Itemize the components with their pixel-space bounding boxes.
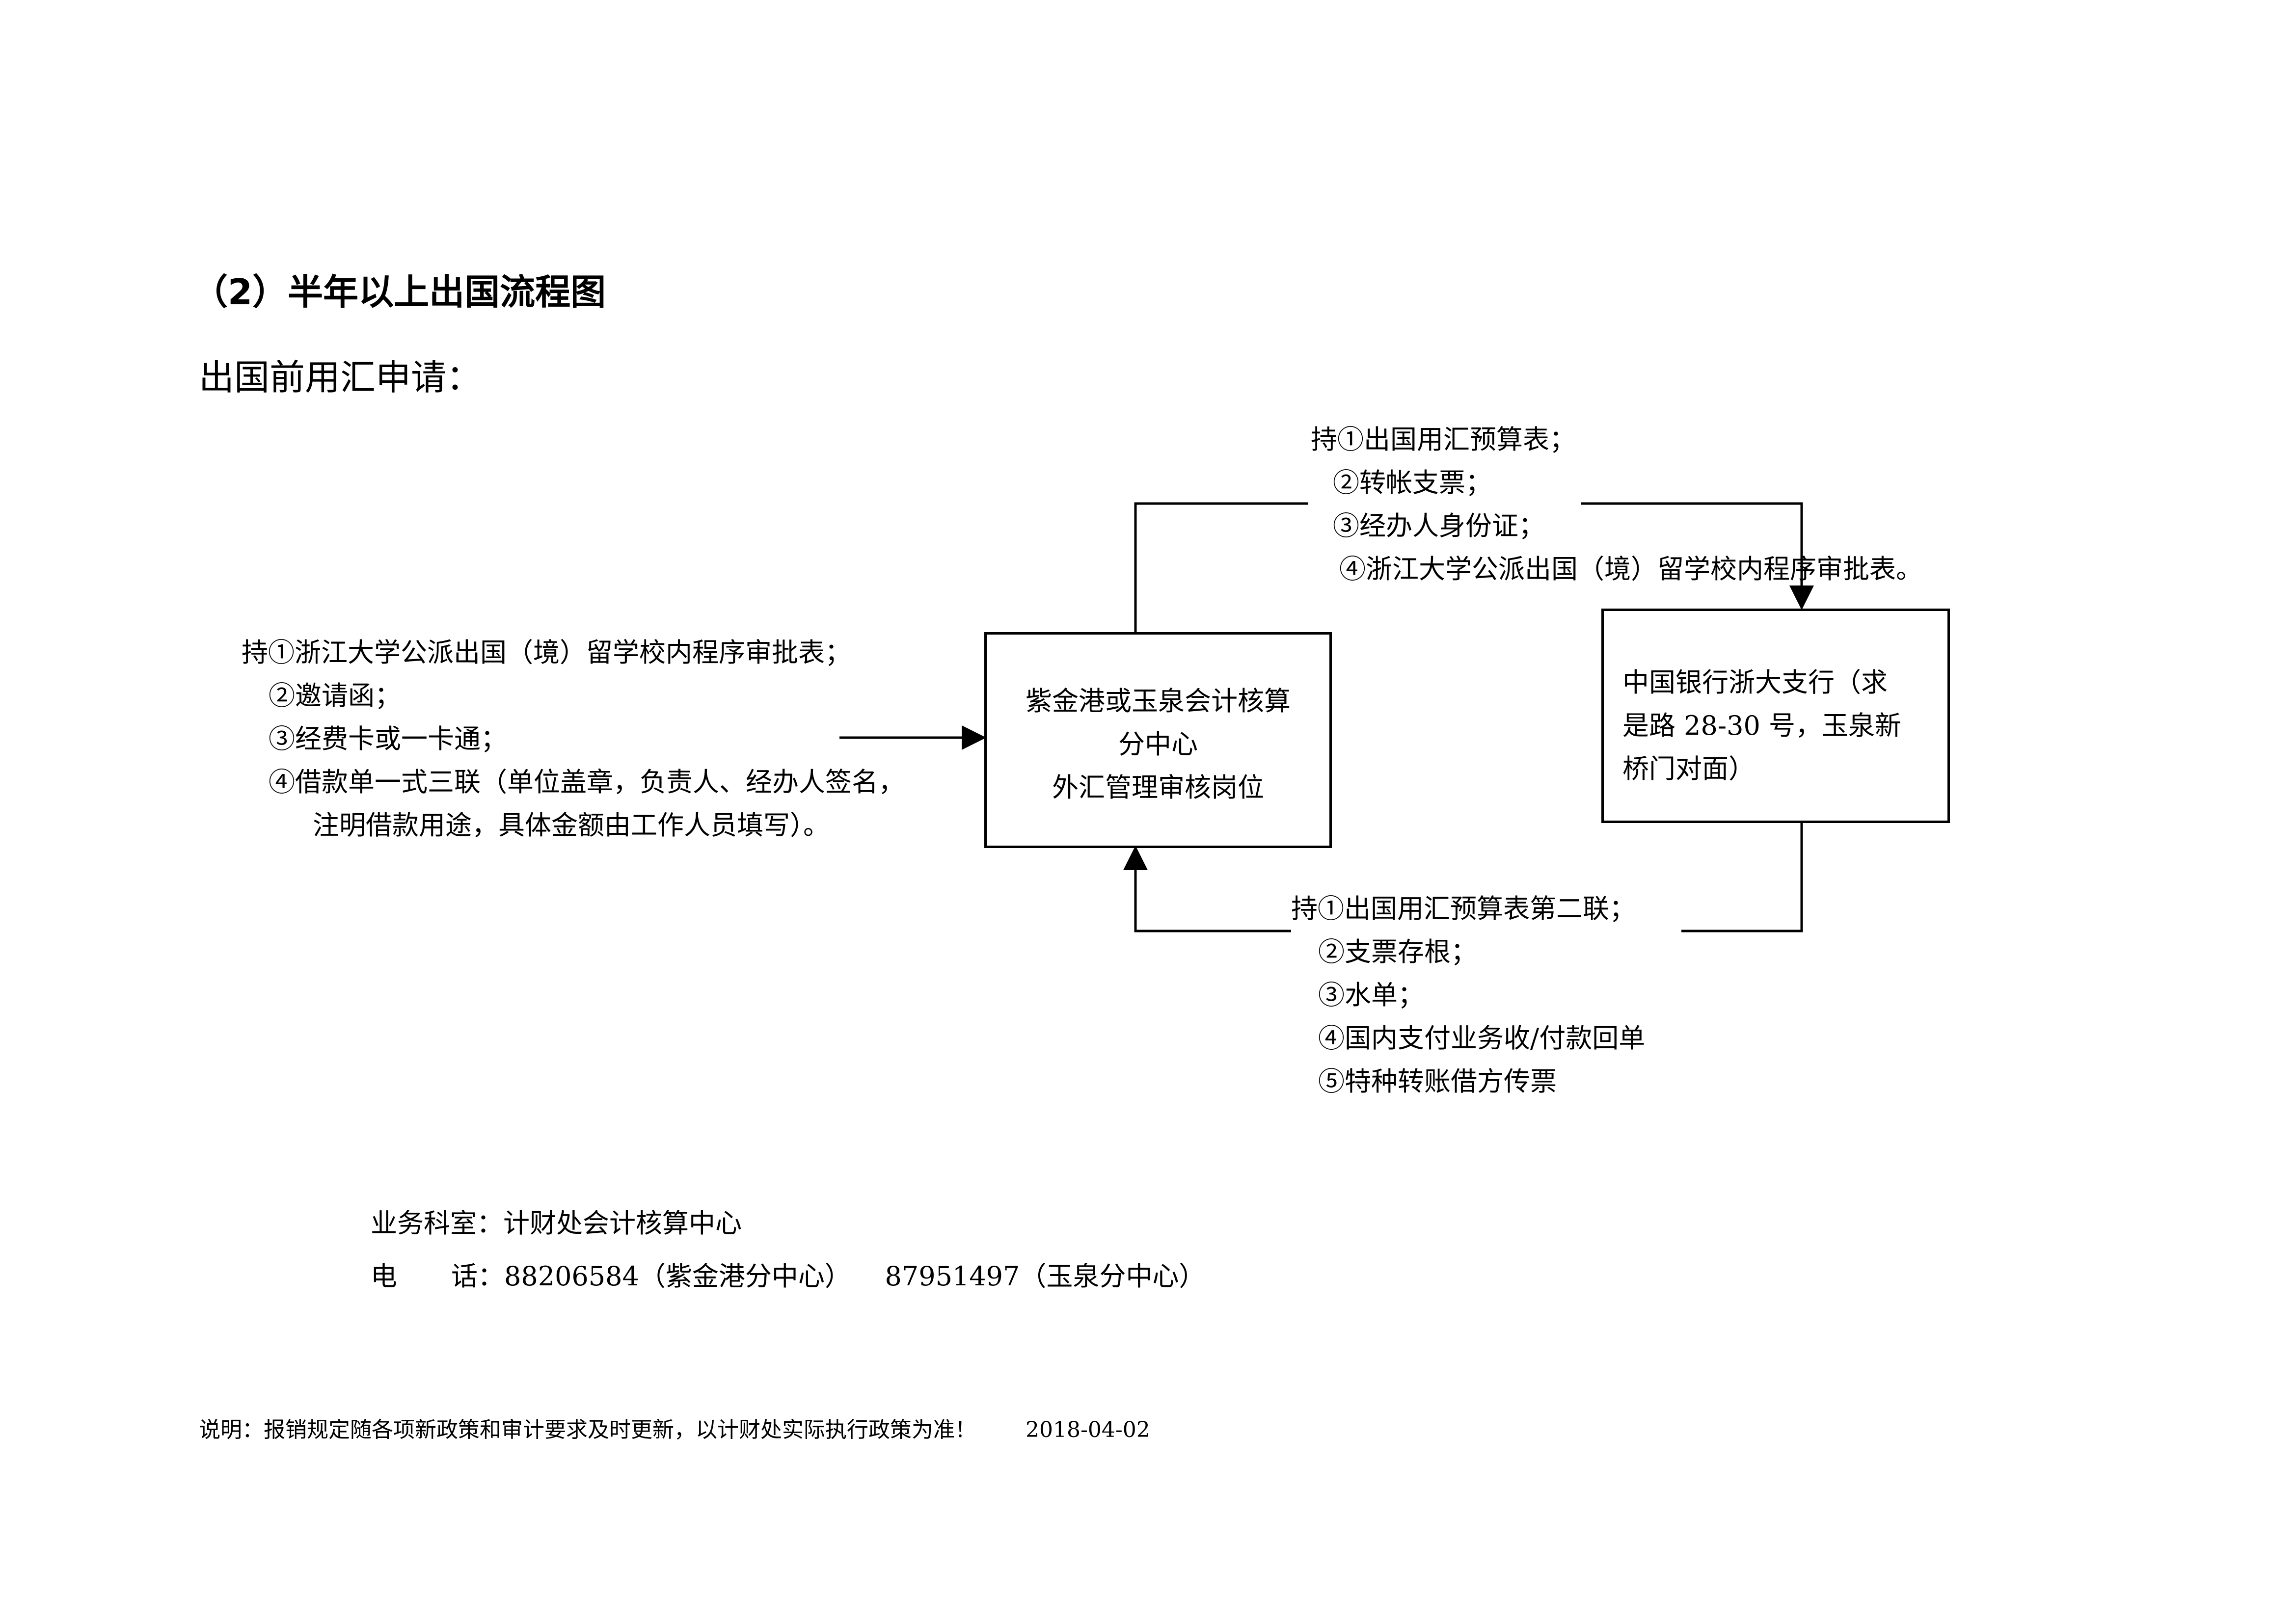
center-node-line: 分中心 [1118, 729, 1198, 760]
left-note-line: 持①浙江大学公派出国（境）留学校内程序审批表； [242, 637, 851, 668]
bottom-requirements-note: 持①出国用汇预算表第二联； ②支票存根； ③水单； ④国内支付业务收/付款回单 … [1291, 887, 1645, 1103]
office-value: 计财处会计核算中心 [503, 1208, 742, 1239]
policy-footnote: 说明：报销规定随各项新政策和审计要求及时更新，以计财处实际执行政策为准！ 2018… [199, 1412, 1150, 1443]
left-note-line: ③经费卡或一卡通； [269, 723, 507, 754]
bottom-note-line: ②支票存根； [1318, 936, 1477, 967]
bank-node-box [1601, 609, 1950, 823]
top-requirements-note: 持①出国用汇预算表； ②转帐支票； ③经办人身份证； ④浙江大学公派出国（境）留… [1311, 418, 1922, 591]
left-requirements-note: 持①浙江大学公派出国（境）留学校内程序审批表； ②邀请函； ③经费卡或一卡通； … [242, 631, 905, 847]
bank-node-line: 是路 28-30 号，玉泉新 [1622, 710, 1902, 741]
office-line: 业务科室：计财处会计核算中心 [371, 1201, 742, 1240]
top-note-line: ②转帐支票； [1333, 467, 1492, 498]
arrow-bank-to-center [1681, 823, 1803, 932]
left-note-line: 注明借款用途，具体金额由工作人员填写）。 [313, 810, 830, 841]
phone-line: 电 话：88206584（紫金港分中心） 87951497（玉泉分中心） [371, 1254, 1205, 1293]
bottom-note-line: ③水单； [1318, 980, 1424, 1011]
top-note-line: ④浙江大学公派出国（境）留学校内程序审批表。 [1339, 554, 1922, 585]
bottom-note-line: ④国内支付业务收/付款回单 [1318, 1023, 1646, 1054]
phone-label-char-1: 电 [371, 1261, 397, 1292]
footnote-date: 2018-04-02 [1026, 1417, 1150, 1442]
bottom-note-line: 持①出国用汇预算表第二联； [1291, 893, 1636, 924]
phone-label-char-2: 话： [451, 1261, 504, 1292]
bottom-note-line: ⑤特种转账借方传票 [1318, 1066, 1557, 1097]
page-title: （2）半年以上出国流程图 [192, 271, 606, 313]
bank-node-line: 中国银行浙大支行（求 [1622, 667, 1888, 698]
section-subtitle: 出国前用汇申请： [199, 357, 482, 398]
top-note-line: 持①出国用汇预算表； [1311, 424, 1576, 455]
bank-node-line: 桥门对面） [1622, 753, 1755, 784]
office-label: 业务科室： [371, 1208, 503, 1239]
center-node-text: 紫金港或玉泉会计核算 分中心 外汇管理审核岗位 [984, 680, 1332, 809]
top-note-line: ③经办人身份证； [1333, 510, 1545, 541]
phone-numbers: 88206584（紫金港分中心） 87951497（玉泉分中心） [504, 1261, 1206, 1292]
left-note-line: ②邀请函； [269, 680, 401, 711]
center-node-line: 紫金港或玉泉会计核算 [1026, 686, 1291, 717]
left-note-line: ④借款单一式三联（单位盖章，负责人、经办人签名， [269, 767, 905, 798]
arrow-center-to-bank [1134, 502, 1308, 632]
bank-node-text: 中国银行浙大支行（求 是路 28-30 号，玉泉新 桥门对面） [1622, 661, 1901, 791]
center-node-box [984, 632, 1332, 848]
footnote-text: 说明：报销规定随各项新政策和审计要求及时更新，以计财处实际执行政策为准！ [199, 1417, 976, 1442]
center-node-line: 外汇管理审核岗位 [1052, 772, 1264, 803]
